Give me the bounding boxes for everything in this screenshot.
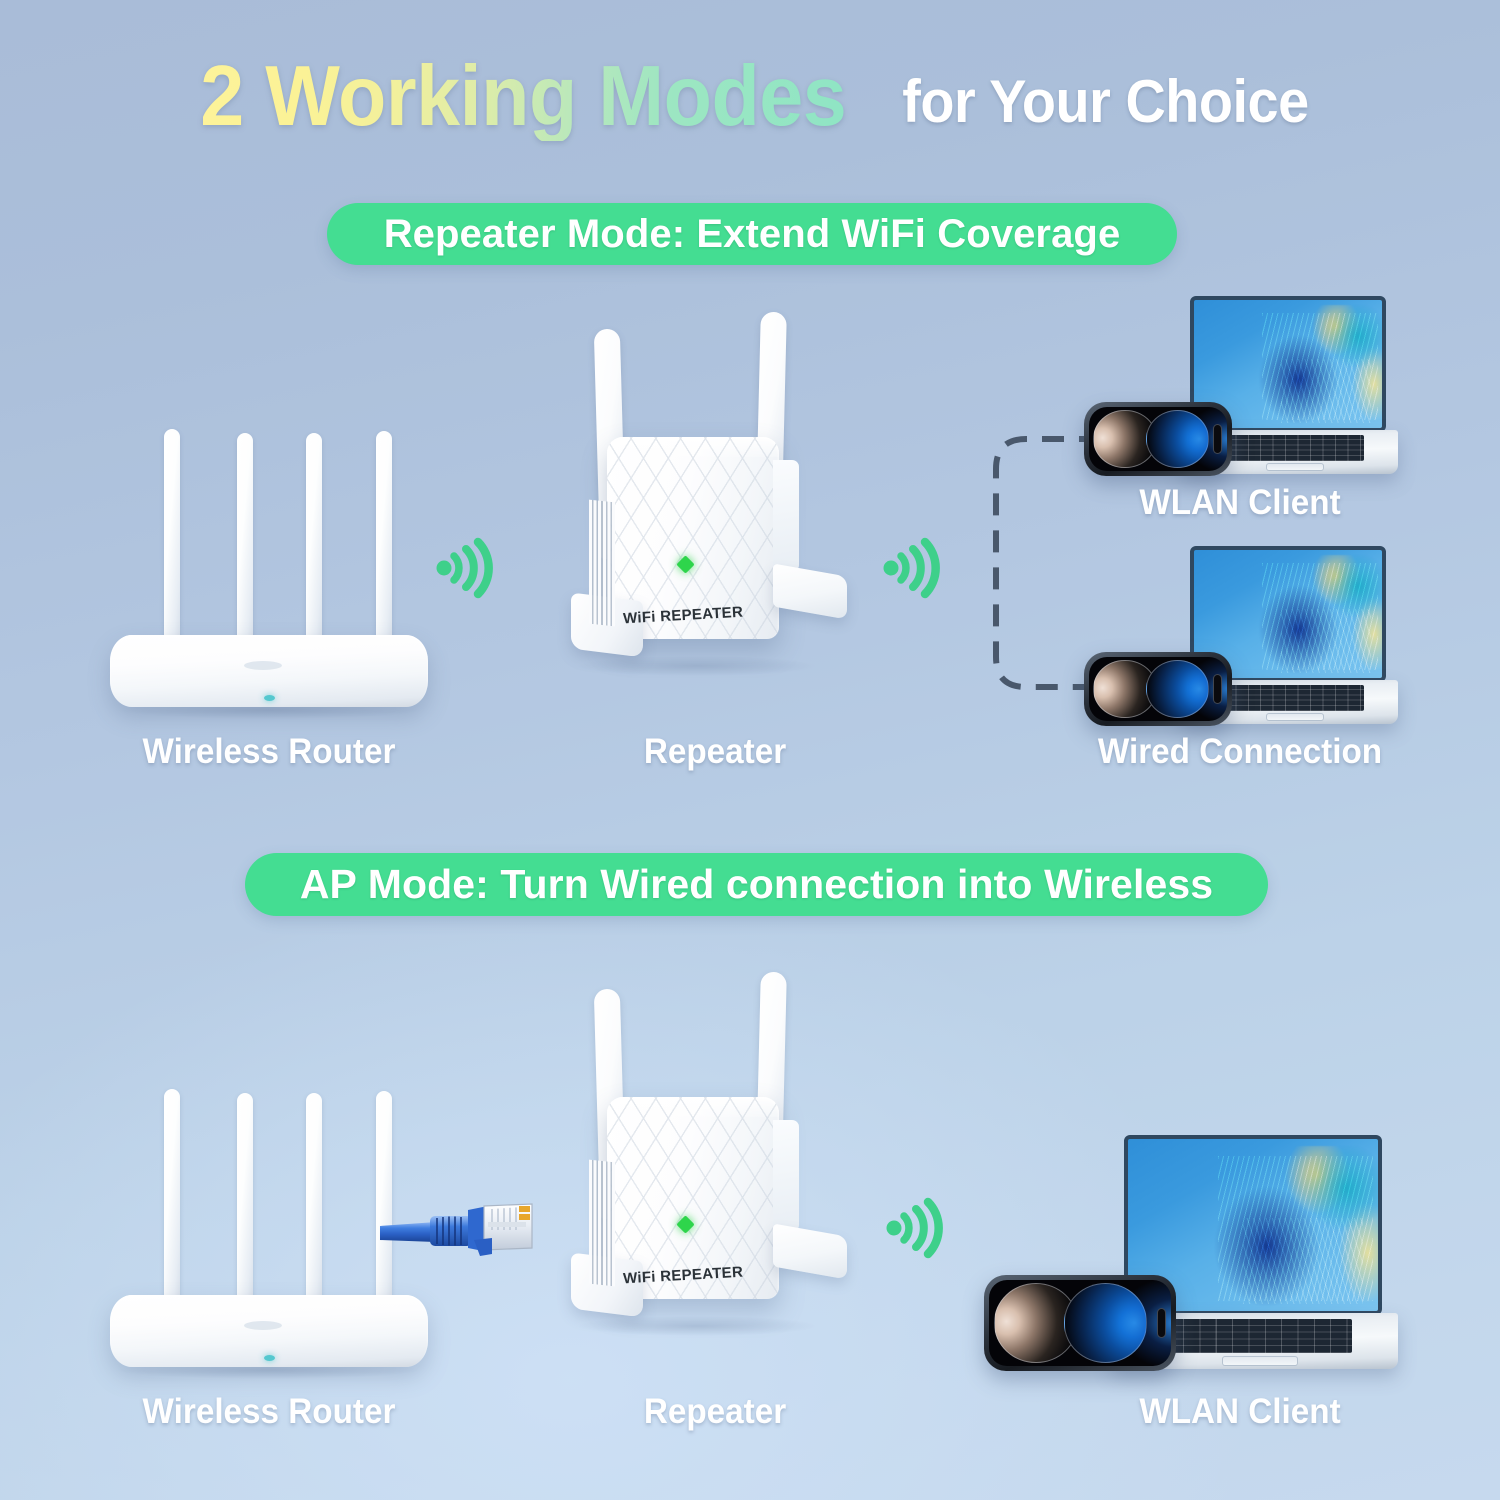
laptop-wallpaper-striation: [1261, 562, 1379, 671]
banner-ap-mode: AP Mode: Turn Wired connection into Wire…: [245, 853, 1268, 916]
phone-dynamic-island: [1213, 424, 1222, 454]
phone-frame: [1084, 652, 1232, 726]
router-antenna-4: [376, 431, 392, 657]
label-wlan-client-ap-mode: WLAN Client: [1139, 1392, 1341, 1431]
repeater-top-face: [607, 437, 779, 457]
wifi-signal-router-to-repeater: [428, 528, 498, 604]
laptop-wallpaper: [1213, 1145, 1378, 1308]
wifi-repeater-device-ap-mode: WiFi REPEATER: [545, 965, 847, 1336]
repeater-vent-slots: [589, 1159, 615, 1287]
router-antenna-2: [237, 433, 253, 657]
router-antenna-3: [306, 433, 322, 657]
laptop-wlan-top: [1180, 296, 1400, 478]
phone-wired-bottom: [1084, 652, 1232, 726]
repeater-side-wing: [773, 1223, 847, 1280]
router-antenna-1: [164, 429, 180, 657]
router-status-led: [264, 1355, 275, 1361]
phone-frame: [984, 1275, 1176, 1371]
laptop-wallpaper: [1257, 555, 1382, 676]
wifi-signal-repeater-to-client-ap: [878, 1188, 948, 1264]
laptop-wallpaper-striation-lower: [1243, 1218, 1363, 1305]
wireless-router-repeater-mode: [104, 424, 434, 719]
page-title-rest: for Your Choice: [902, 68, 1309, 135]
banner-repeater-mode: Repeater Mode: Extend WiFi Coverage: [327, 203, 1177, 265]
label-wireless-router-ap-mode: Wireless Router: [142, 1392, 396, 1431]
repeater-side-wing: [773, 563, 847, 620]
laptop-trackpad-wlan-top: [1266, 463, 1324, 471]
laptop-trackpad-wlan-ap: [1222, 1356, 1298, 1366]
wifi-repeater-device-repeater-mode: WiFi REPEATER: [545, 305, 847, 676]
router-status-led: [264, 695, 275, 701]
phone-wlan-ap: [984, 1275, 1176, 1371]
router-antenna-3: [306, 1093, 322, 1317]
repeater-shadow: [579, 1316, 815, 1336]
router-body: [110, 1295, 428, 1367]
client-group-wlan-top: [1080, 296, 1400, 486]
laptop-wallpaper-striation: [1261, 312, 1379, 421]
dashed-connector-bracket: [988, 432, 1138, 694]
repeater-vent-slots: [589, 499, 615, 627]
phone-frame: [1084, 402, 1232, 476]
client-group-wlan-ap-mode: [980, 1135, 1400, 1385]
router-antenna-4: [376, 1091, 392, 1317]
repeater-top-face: [607, 1097, 779, 1117]
laptop-screen-wlan-ap: [1124, 1135, 1382, 1315]
phone-dynamic-island: [1157, 1308, 1166, 1338]
label-repeater-repeater-mode: Repeater: [643, 732, 787, 771]
wireless-router-ap-mode: [104, 1084, 434, 1379]
phone-wlan-top: [1084, 402, 1232, 476]
repeater-upper-wing: [773, 1120, 799, 1232]
page-title: 2 Working Modes for Your Choice: [0, 49, 1500, 144]
router-antenna-1: [164, 1089, 180, 1317]
client-group-wired-bottom: [1080, 546, 1400, 736]
router-body: [110, 635, 428, 707]
label-wlan-client-top: WLAN Client: [1139, 483, 1341, 522]
phone-screen-wired-bottom: [1089, 657, 1227, 721]
laptop-wallpaper: [1257, 305, 1382, 426]
phone-screen-wlan-ap: [989, 1280, 1171, 1366]
laptop-wallpaper-striation: [1218, 1156, 1373, 1301]
repeater-shadow: [579, 656, 815, 676]
label-wireless-router-repeater-mode: Wireless Router: [142, 732, 396, 771]
laptop-wallpaper-striation-lower: [1280, 608, 1371, 673]
page-title-highlight: 2 Working Modes: [200, 49, 847, 144]
repeater-upper-wing: [773, 460, 799, 572]
label-repeater-ap-mode: Repeater: [643, 1392, 787, 1431]
laptop-trackpad-wired-bottom: [1266, 713, 1324, 721]
laptop-wallpaper-striation-lower: [1280, 358, 1371, 423]
ethernet-cable-rj45: [380, 1178, 580, 1288]
label-wired-connection: Wired Connection: [1097, 732, 1383, 771]
wifi-signal-repeater-to-clients: [875, 528, 945, 604]
phone-screen-wlan-top: [1089, 407, 1227, 471]
phone-dynamic-island: [1213, 674, 1222, 704]
router-antenna-2: [237, 1093, 253, 1317]
